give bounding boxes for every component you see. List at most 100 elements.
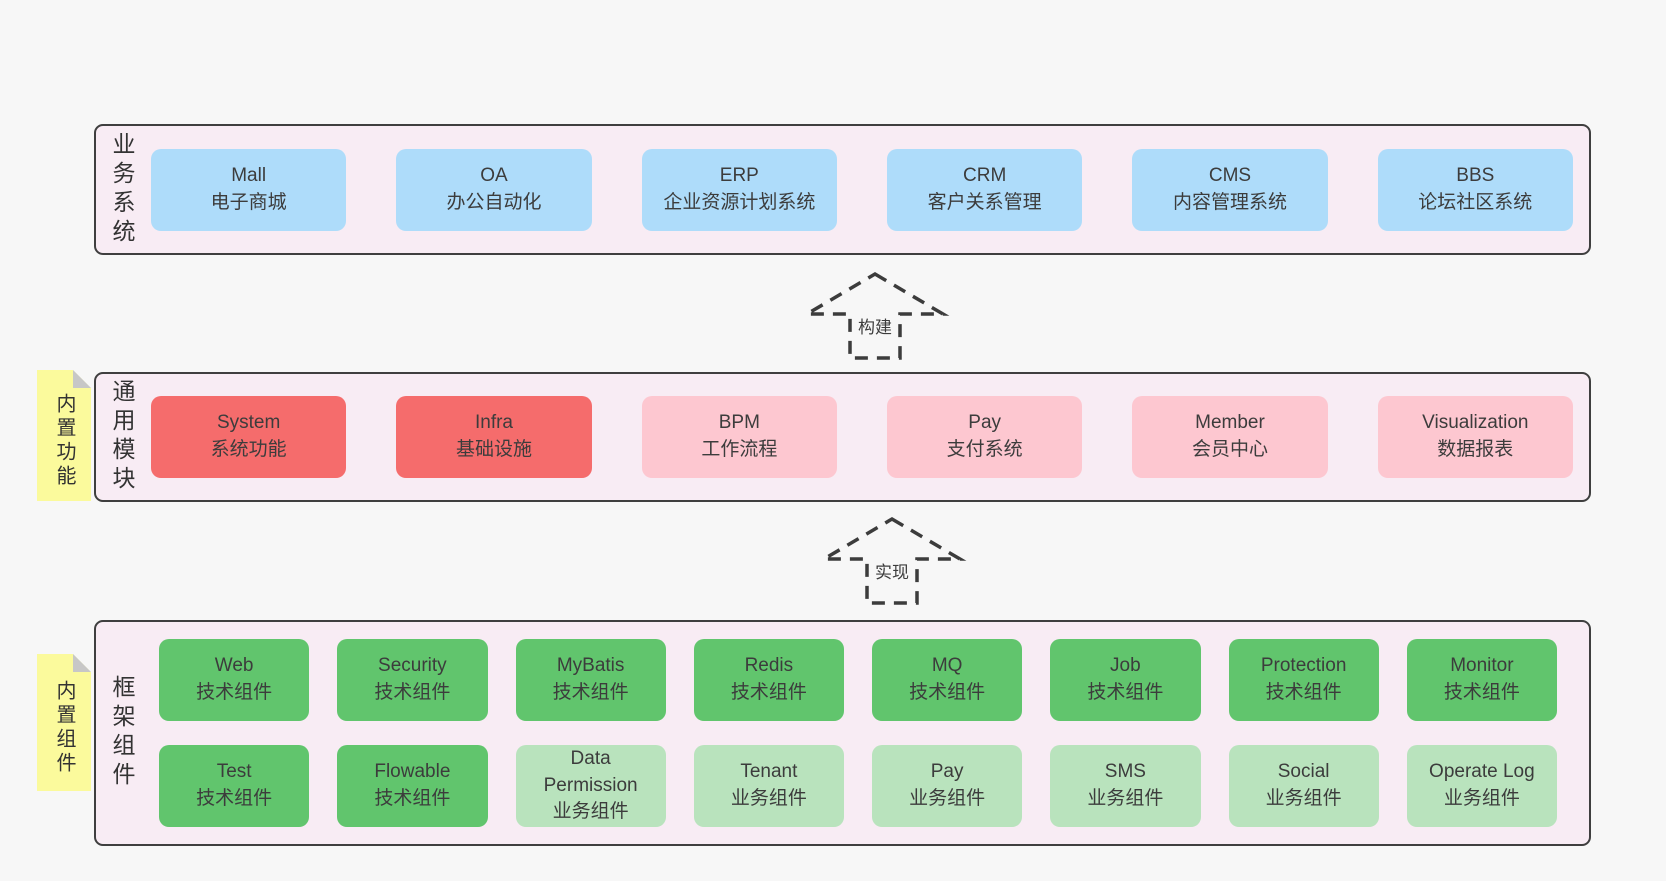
- box-name: SMS: [1104, 761, 1146, 783]
- box-name: CRM: [963, 164, 1007, 186]
- box-oa: OA 办公自动化: [396, 148, 592, 231]
- sticky-note-text: 内置组件: [53, 679, 75, 776]
- box-subtitle: 企业资源计划系统: [663, 191, 816, 213]
- sticky-note-text: 内置功能: [53, 392, 75, 489]
- box-protection: Protection 技术组件: [1228, 639, 1379, 721]
- box-subtitle: 技术组件: [1087, 682, 1164, 703]
- up-arrow-dashed-icon: [817, 516, 967, 605]
- box-name: ERP: [719, 164, 759, 186]
- business-box-row: Mall 电子商城 OA 办公自动化 ERP 企业资源计划系统 CRM 客户关系…: [143, 126, 1589, 253]
- box-subtitle: 技术组件: [196, 788, 273, 809]
- box-erp: ERP 企业资源计划系统: [641, 148, 837, 231]
- arrow-outline: [817, 516, 967, 605]
- implement-arrow-icon: 实现: [817, 516, 967, 605]
- sticky-body: [37, 654, 91, 791]
- box-subtitle: 电子商城: [210, 191, 287, 213]
- box-subtitle: 技术组件: [730, 682, 807, 703]
- box-subtitle: 业务组件: [909, 788, 986, 809]
- sticky-fold-corner: [73, 370, 91, 388]
- box-subtitle: 业务组件: [1265, 788, 1342, 809]
- box-infra: Infra 基础设施: [396, 396, 592, 478]
- modules-box-row: System 系统功能 Infra 基础设施 BPM 工作流程 Pay 支付系统…: [143, 374, 1589, 500]
- box-crm: CRM 客户关系管理: [886, 148, 1083, 231]
- box-operate-log: Operate Log 业务组件: [1406, 745, 1557, 827]
- sticky-note-builtin-components: 内置组件: [37, 654, 91, 791]
- box-subtitle: 系统功能: [210, 439, 287, 460]
- box-tenant: Tenant 业务组件: [693, 745, 844, 827]
- box-name: MyBatis: [556, 655, 625, 677]
- box-name: Infra: [474, 412, 513, 434]
- box-job: Job 技术组件: [1050, 639, 1201, 721]
- box-subtitle: 论坛社区系统: [1418, 191, 1533, 213]
- box-subtitle: 支付系统: [946, 439, 1023, 460]
- box-visualization: Visualization 数据报表: [1377, 396, 1573, 478]
- sticky-fold-corner: [73, 654, 91, 672]
- box-subtitle: 业务组件: [1443, 788, 1520, 809]
- box-bpm: BPM 工作流程: [641, 396, 837, 478]
- sticky-note-builtin-features: 内置功能: [37, 370, 91, 501]
- box-name: Redis: [744, 655, 794, 677]
- box-member: Member 会员中心: [1132, 396, 1328, 478]
- box-subtitle: 技术组件: [1265, 682, 1342, 703]
- box-subtitle: 会员中心: [1191, 439, 1268, 460]
- box-subtitle: 内容管理系统: [1172, 191, 1287, 213]
- box-name: Operate Log: [1429, 761, 1535, 783]
- box-flowable: Flowable 技术组件: [337, 745, 488, 827]
- box-name: Test: [216, 761, 252, 783]
- box-data-permission: Data Permission 业务组件: [515, 745, 666, 827]
- box-name: Job: [1110, 655, 1141, 677]
- panel-business-systems: 业务系统 Mall 电子商城 OA 办公自动化 ERP 企业资源计划系统 CRM…: [94, 124, 1591, 255]
- box-name: Flowable: [374, 761, 451, 783]
- box-subtitle: 技术组件: [374, 788, 451, 809]
- sticky-note-icon: [37, 370, 91, 501]
- box-bbs: BBS 论坛社区系统: [1377, 148, 1573, 231]
- box-name: CMS: [1208, 164, 1252, 186]
- box-subtitle: 基础设施: [455, 439, 532, 460]
- components-box-row-2: Test 技术组件 Flowable 技术组件 Data Permission …: [151, 745, 1573, 827]
- sticky-note-icon: [37, 654, 91, 791]
- box-name: Monitor: [1450, 655, 1514, 677]
- box-name: BBS: [1456, 164, 1495, 186]
- box-name: Protection: [1260, 655, 1347, 677]
- box-subtitle: 技术组件: [374, 682, 451, 703]
- box-name: Member: [1195, 412, 1265, 434]
- box-web: Web 技术组件: [159, 639, 310, 721]
- components-rows: Web 技术组件 Security 技术组件 MyBatis 技术组件 Redi…: [143, 622, 1589, 844]
- box-subtitle: 业务组件: [552, 801, 629, 823]
- box-pay-module: Pay 支付系统: [886, 396, 1083, 478]
- implement-arrow-label: 实现: [871, 557, 913, 584]
- box-name: BPM: [718, 412, 760, 434]
- box-social: Social 业务组件: [1228, 745, 1379, 827]
- box-name: Tenant: [740, 761, 798, 783]
- box-subtitle: 技术组件: [1443, 682, 1520, 703]
- panel-framework-components: 框架组件 Web 技术组件 Security 技术组件 MyBatis 技术组件…: [94, 620, 1591, 846]
- components-panel-label: 框架组件: [109, 675, 135, 791]
- box-name: Pay: [930, 761, 964, 783]
- box-mybatis: MyBatis 技术组件: [515, 639, 666, 721]
- box-subtitle: 业务组件: [1087, 788, 1164, 809]
- box-name: Web: [214, 655, 254, 677]
- panel-common-modules: 通用模块 System 系统功能 Infra 基础设施 BPM 工作流程 Pay…: [94, 372, 1591, 502]
- box-pay-component: Pay 业务组件: [872, 745, 1023, 827]
- box-mq: MQ 技术组件: [872, 639, 1023, 721]
- box-name: Mall: [231, 164, 267, 186]
- box-name: System: [216, 412, 281, 434]
- box-sms: SMS 业务组件: [1050, 745, 1201, 827]
- box-name: Security: [378, 655, 447, 677]
- build-arrow-label: 构建: [854, 312, 896, 339]
- box-name: MQ: [931, 655, 963, 677]
- box-subtitle: 客户关系管理: [927, 191, 1042, 213]
- modules-panel-label: 通用模块: [109, 379, 135, 495]
- box-security: Security 技术组件: [337, 639, 488, 721]
- box-subtitle: 工作流程: [701, 439, 778, 460]
- box-subtitle: 技术组件: [552, 682, 629, 703]
- box-name: Visualization: [1422, 412, 1529, 434]
- box-system: System 系统功能: [151, 396, 347, 478]
- box-subtitle: 业务组件: [730, 788, 807, 809]
- box-monitor: Monitor 技术组件: [1406, 639, 1557, 721]
- business-panel-label: 业务系统: [109, 131, 135, 248]
- up-arrow-dashed-icon: [800, 271, 950, 360]
- arrow-outline: [800, 271, 950, 360]
- box-mall: Mall 电子商城: [151, 148, 347, 231]
